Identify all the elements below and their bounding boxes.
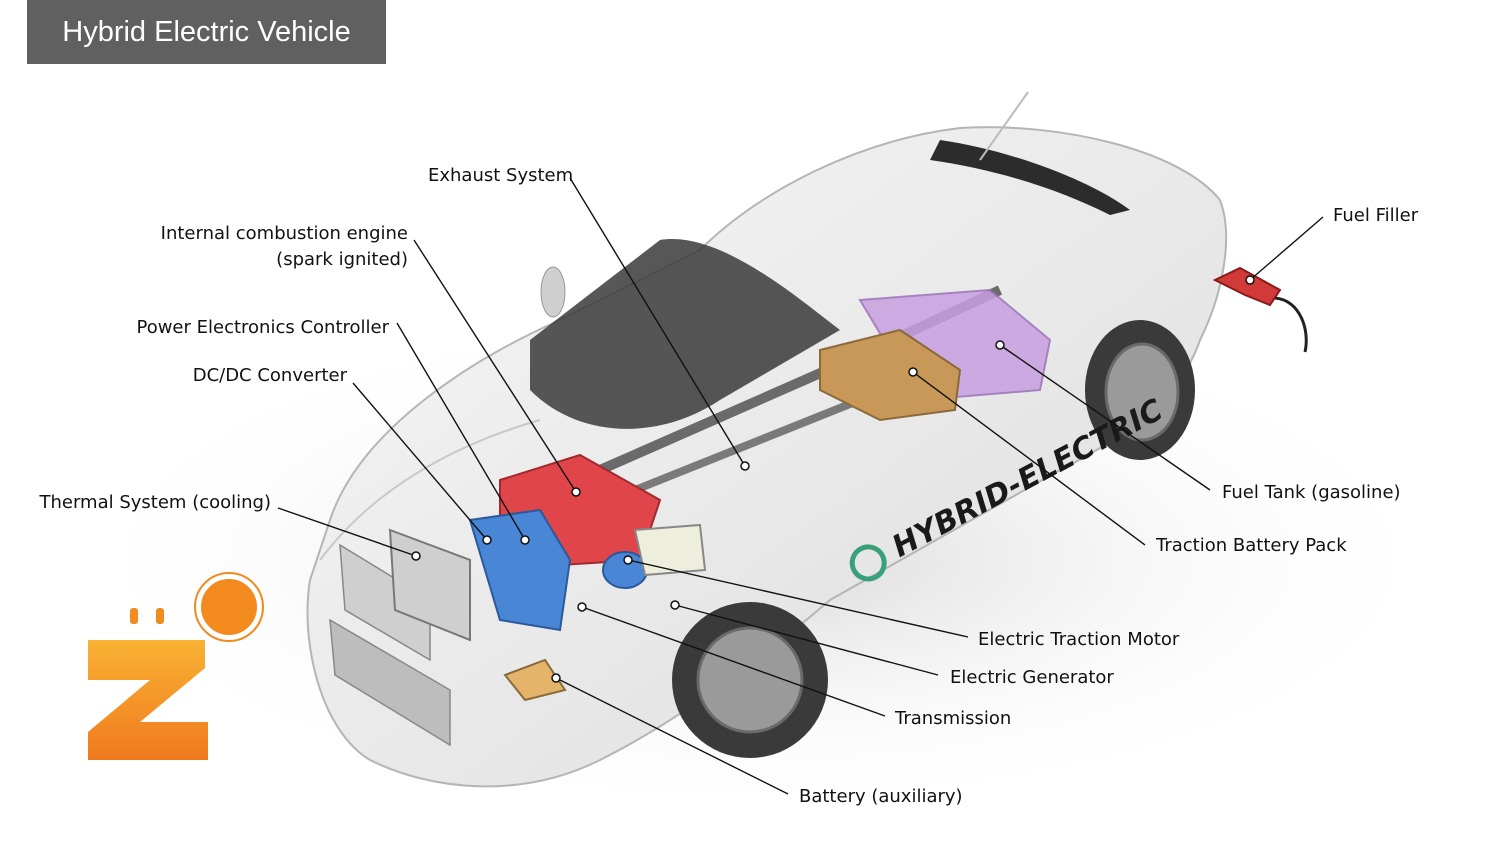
fuel-nozzle-icon — [1212, 266, 1308, 353]
label-dcdc-converter: DC/DC Converter — [193, 365, 348, 386]
label-battery-auxiliary: Battery (auxiliary) — [799, 786, 963, 807]
label-ice-line2: (spark ignited) — [276, 249, 408, 270]
label-fuel-filler: Fuel Filler — [1333, 205, 1419, 226]
generator — [633, 523, 707, 577]
dcdc-converter — [468, 508, 572, 632]
label-electric-traction-motor: Electric Traction Motor — [978, 629, 1180, 650]
z-logo — [88, 572, 264, 760]
traction-battery-pack — [819, 328, 962, 422]
label-thermal-system: Thermal System (cooling) — [39, 492, 272, 513]
label-traction-battery-pack: Traction Battery Pack — [1155, 535, 1347, 556]
label-exhaust-system: Exhaust System — [428, 165, 573, 186]
aux-battery — [503, 658, 567, 702]
page-title: Hybrid Electric Vehicle — [27, 0, 386, 64]
label-transmission: Transmission — [894, 708, 1011, 729]
hybrid-logo-icon — [849, 544, 887, 582]
leader-lines — [277, 177, 1324, 795]
radiator — [388, 528, 471, 642]
label-ice-line1: Internal combustion engine — [161, 223, 408, 244]
label-power-electronics-controller: Power Electronics Controller — [136, 317, 389, 338]
callout-dots — [411, 275, 1255, 683]
label-electric-generator: Electric Generator — [950, 667, 1114, 688]
label-fuel-tank: Fuel Tank (gasoline) — [1222, 482, 1401, 503]
